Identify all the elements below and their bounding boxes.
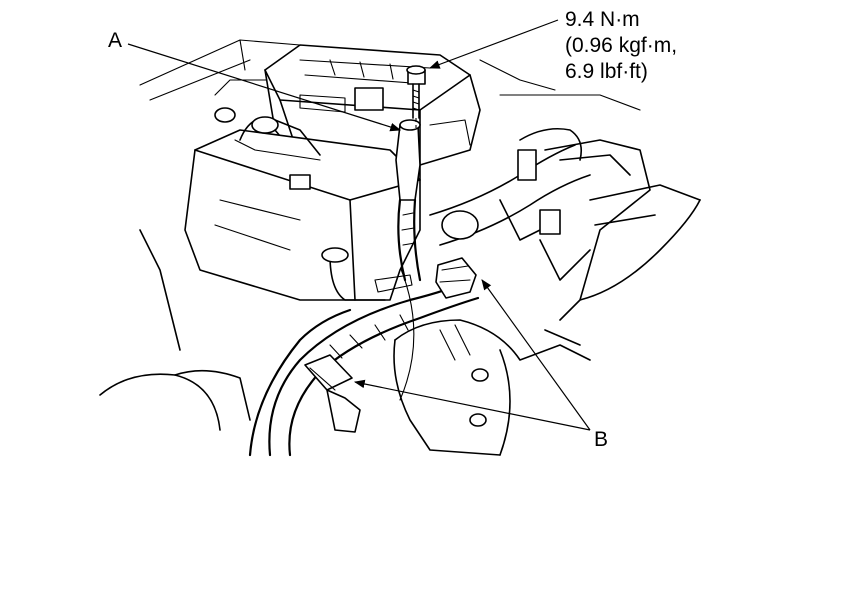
wire-harness xyxy=(248,257,480,457)
bolt-icon xyxy=(406,65,426,128)
torque-spec-line3: 6.9 lbf·ft) xyxy=(565,60,648,83)
left-lower-part xyxy=(99,229,413,431)
right-components xyxy=(429,127,701,346)
torque-spec-line1: 9.4 N·m xyxy=(565,8,640,31)
label-a: A xyxy=(108,29,122,52)
battery xyxy=(184,107,421,301)
torque-spec-line2: (0.96 kgf·m, xyxy=(565,34,677,57)
label-b: B xyxy=(594,428,608,451)
terminal-cable-a xyxy=(395,119,422,282)
leader-lines xyxy=(127,19,591,431)
engine-block xyxy=(393,319,591,456)
